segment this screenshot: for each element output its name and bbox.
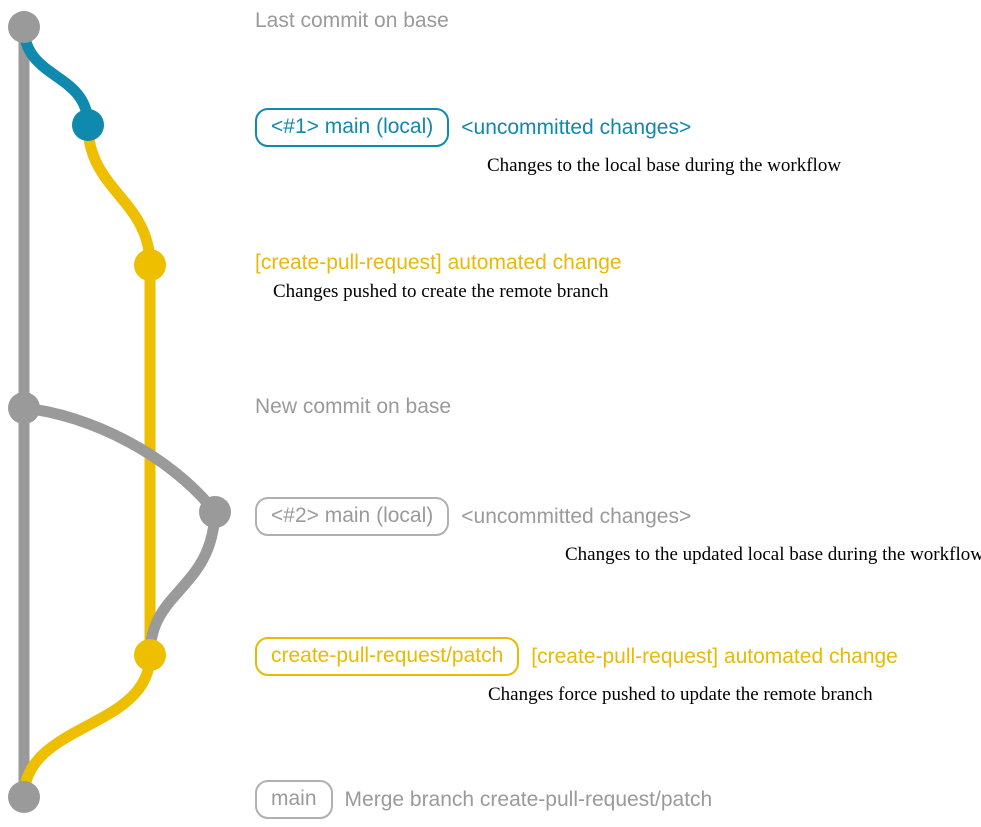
commit-row-merge-commit: main Merge branch create-pull-request/pa… bbox=[255, 780, 712, 819]
commit-row-local-commit-1: <#1> main (local) <uncommitted changes> … bbox=[255, 108, 841, 175]
branch-yellow-merge-line bbox=[18, 649, 156, 803]
commit-description: Changes to the updated local base during… bbox=[565, 544, 981, 565]
commit-headline: <#1> main (local) <uncommitted changes> bbox=[255, 108, 841, 147]
commit-row-automated-change-create: [create-pull-request] automated change C… bbox=[255, 252, 622, 301]
commit-node-automated-change-update[interactable] bbox=[134, 639, 166, 671]
commit-row-automated-change-update: create-pull-request/patch [create-pull-r… bbox=[255, 637, 898, 704]
commit-description: Changes to the local base during the wor… bbox=[487, 155, 842, 176]
commit-node-automated-change-create[interactable] bbox=[134, 249, 166, 281]
commit-headline: main Merge branch create-pull-request/pa… bbox=[255, 780, 712, 819]
ref-badge-create-pull-request-patch[interactable]: create-pull-request/patch bbox=[255, 637, 520, 676]
ref-badge-main-local-1[interactable]: <#1> main (local) bbox=[255, 108, 450, 147]
commit-headline: New commit on base bbox=[255, 396, 451, 417]
commit-subject: [create-pull-request] automated change bbox=[255, 251, 622, 274]
commit-subject: <uncommitted changes> bbox=[461, 116, 692, 139]
ref-badge-main[interactable]: main bbox=[255, 780, 333, 819]
commit-headline: [create-pull-request] automated change bbox=[255, 252, 622, 273]
branch-yellow-upper-line bbox=[82, 119, 156, 271]
commit-headline: <#2> main (local) <uncommitted changes> bbox=[255, 497, 981, 536]
commit-subject: <uncommitted changes> bbox=[461, 505, 692, 528]
commit-subject: [create-pull-request] automated change bbox=[531, 645, 898, 668]
commit-headline: create-pull-request/patch [create-pull-r… bbox=[255, 637, 898, 676]
commit-row-new-commit-on-base: New commit on base bbox=[255, 396, 451, 417]
commit-node-merge-commit[interactable] bbox=[8, 781, 40, 813]
commit-subject: Merge branch create-pull-request/patch bbox=[344, 788, 713, 811]
commit-description: Changes force pushed to update the remot… bbox=[488, 684, 873, 705]
commit-subject: New commit on base bbox=[255, 395, 452, 418]
local-branch-blue-line bbox=[18, 21, 94, 131]
base-detour-in-line bbox=[144, 506, 221, 661]
commit-row-local-commit-2: <#2> main (local) <uncommitted changes> … bbox=[255, 497, 981, 564]
base-detour-out-line bbox=[18, 402, 221, 518]
git-branch-graph bbox=[8, 11, 231, 813]
commit-node-new-commit-on-base[interactable] bbox=[8, 392, 40, 424]
commit-subject: Last commit on base bbox=[255, 9, 449, 32]
commit-node-last-commit-on-base[interactable] bbox=[8, 11, 40, 43]
commit-description: Changes pushed to create the remote bran… bbox=[273, 281, 609, 302]
commit-node-local-commit-2[interactable] bbox=[199, 496, 231, 528]
ref-badge-main-local-2[interactable]: <#2> main (local) bbox=[255, 497, 450, 536]
commit-row-last-commit-on-base: Last commit on base bbox=[255, 10, 449, 31]
commit-node-local-commit-1[interactable] bbox=[72, 109, 104, 141]
commit-headline: Last commit on base bbox=[255, 10, 449, 31]
